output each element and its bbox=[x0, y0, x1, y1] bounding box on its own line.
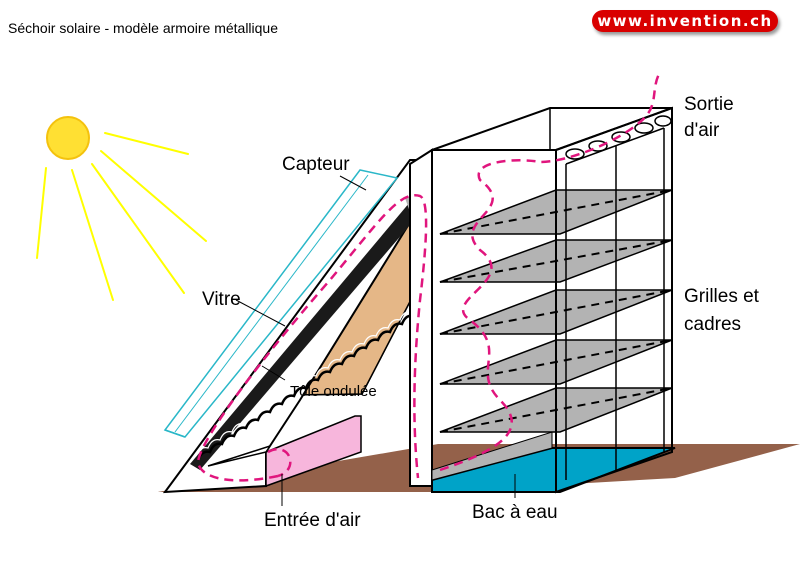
label-sortie-2: d'air bbox=[684, 120, 720, 141]
label-sortie-1: Sortie bbox=[684, 94, 734, 115]
leader-capteur bbox=[339, 175, 367, 191]
website-logo[interactable]: www.invention.ch bbox=[592, 10, 778, 32]
label-bac: Bac à eau bbox=[472, 502, 558, 523]
absorber bbox=[190, 202, 416, 470]
label-grilles-1: Grilles et bbox=[684, 286, 760, 307]
label-tole: Tôle ondulée bbox=[290, 383, 377, 400]
label-capteur: Capteur bbox=[282, 154, 350, 175]
airflow-path bbox=[196, 71, 662, 482]
label-entree: Entrée d'air bbox=[264, 510, 361, 531]
cabinet-left-wall bbox=[409, 148, 433, 487]
exhaust-vents bbox=[565, 115, 672, 160]
label-vitre: Vitre bbox=[202, 289, 241, 310]
corrugated-sheet bbox=[196, 306, 427, 461]
label-grilles-2: cadres bbox=[684, 314, 741, 335]
leader-tole bbox=[261, 365, 286, 381]
page-title: Séchoir solaire - modèle armoire métalli… bbox=[8, 20, 279, 36]
sun-icon bbox=[36, 116, 207, 301]
logo-text: www.invention.ch bbox=[597, 12, 773, 30]
leader-vitre bbox=[235, 299, 286, 327]
